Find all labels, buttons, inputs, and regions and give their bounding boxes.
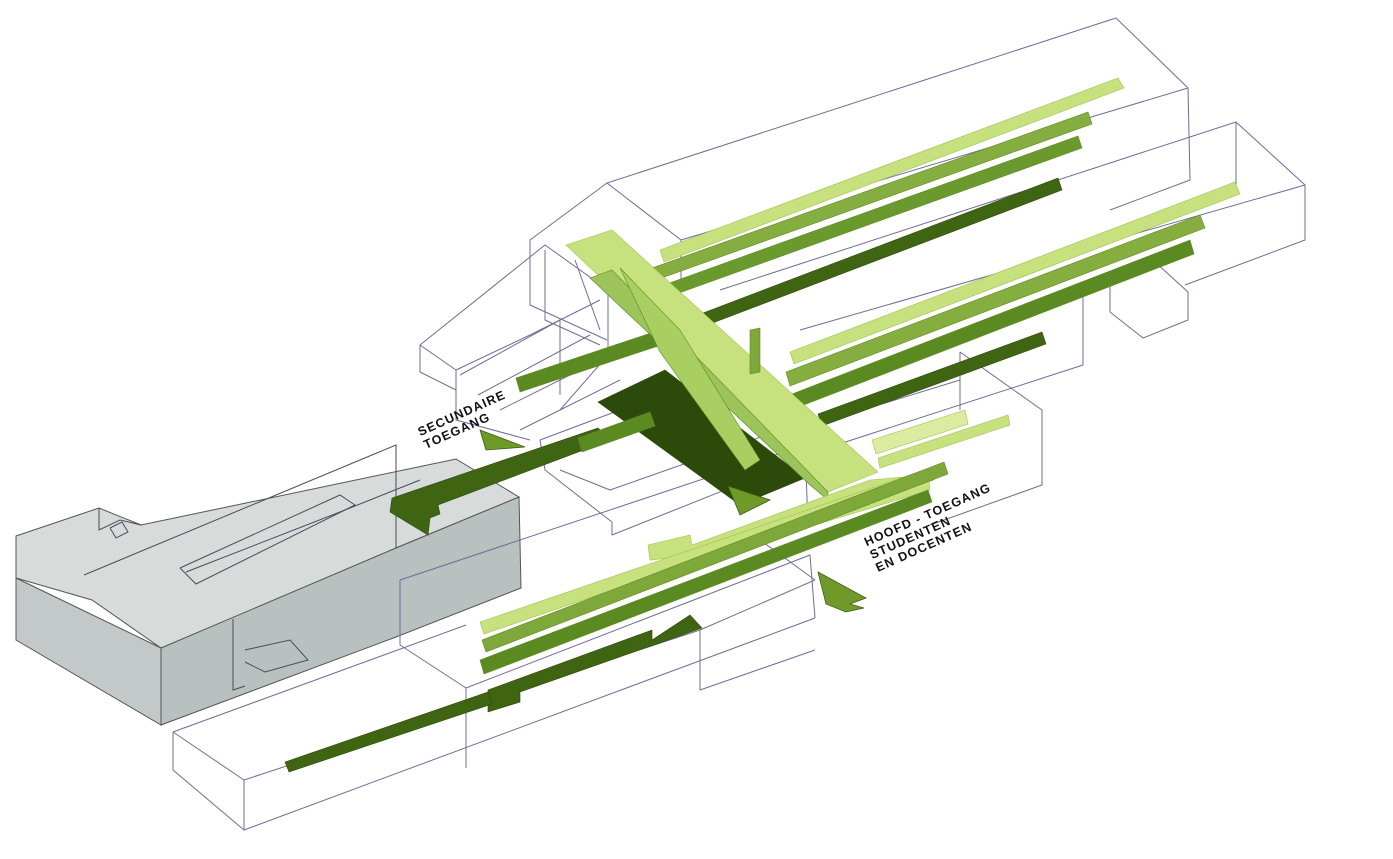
bridge-upper — [577, 411, 656, 453]
vertical-post — [749, 327, 761, 375]
main-entrance-arrow-icon — [817, 571, 867, 613]
slab-right-2 — [785, 214, 1206, 387]
slab-mid-light-1 — [871, 409, 969, 455]
slab-mid-light-2 — [877, 414, 1011, 469]
slab-lower-5 — [487, 614, 703, 713]
slab-right-1 — [789, 181, 1241, 365]
grey-block-left — [15, 536, 162, 726]
inner-entrance-arrow-icon — [727, 485, 772, 516]
slab-lower-long — [284, 691, 493, 773]
main-ramp-inner — [619, 267, 761, 471]
secondary-entrance-arrow-icon — [479, 429, 526, 451]
slab-lower-4 — [479, 489, 933, 675]
entrance-arrows — [479, 429, 867, 613]
slab-upper-1 — [659, 77, 1125, 263]
circulation-slabs — [284, 77, 1241, 773]
slab-lower-3 — [481, 461, 949, 653]
wireframe-volumes — [172, 17, 1306, 831]
